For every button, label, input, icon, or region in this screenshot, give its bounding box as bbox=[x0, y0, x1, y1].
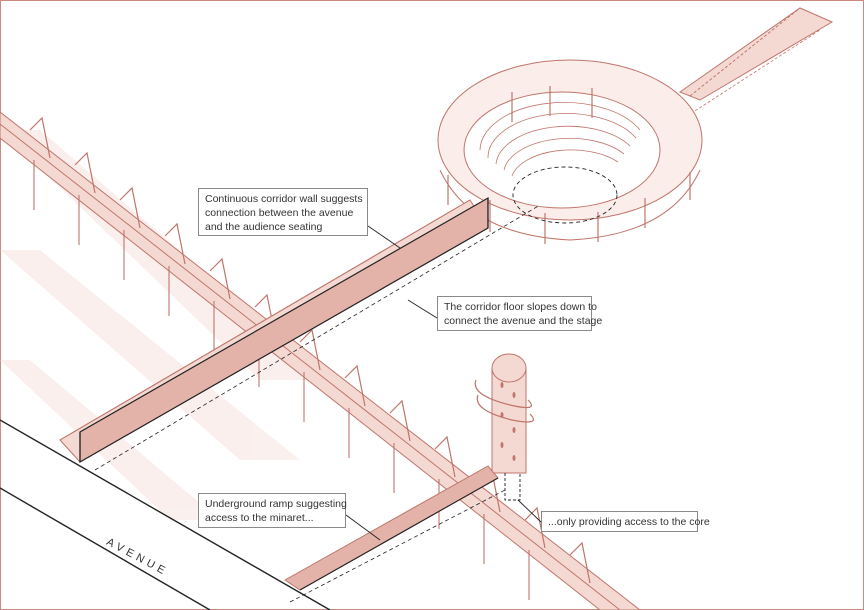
callout-line: and the audience seating bbox=[205, 221, 323, 233]
avenue-road bbox=[0, 419, 331, 610]
callout-corridor-floor: The corridor floor slopes down to connec… bbox=[437, 296, 603, 331]
callout-line: access to the minaret... bbox=[205, 512, 314, 524]
callout-line: Continuous corridor wall suggests bbox=[205, 193, 363, 205]
tail-walkway bbox=[678, 7, 834, 101]
callout-core: ...only providing access to the core bbox=[541, 511, 710, 532]
callout-line: connect the avenue and the stage bbox=[444, 315, 603, 327]
ramp bbox=[284, 465, 506, 603]
callout-line: connection between the avenue bbox=[205, 207, 354, 219]
callout-line: The corridor floor slopes down to bbox=[444, 301, 597, 313]
callout-line: Underground ramp suggesting bbox=[205, 498, 347, 510]
callout-line: ...only providing access to the core bbox=[548, 516, 710, 528]
callout-corridor-wall: Continuous corridor wall suggests connec… bbox=[198, 188, 368, 236]
corridor bbox=[59, 196, 541, 471]
minaret bbox=[474, 353, 534, 501]
callout-ramp: Underground ramp suggesting access to th… bbox=[198, 493, 347, 528]
leader-lines bbox=[345, 225, 542, 541]
amphitheater bbox=[437, 59, 703, 244]
